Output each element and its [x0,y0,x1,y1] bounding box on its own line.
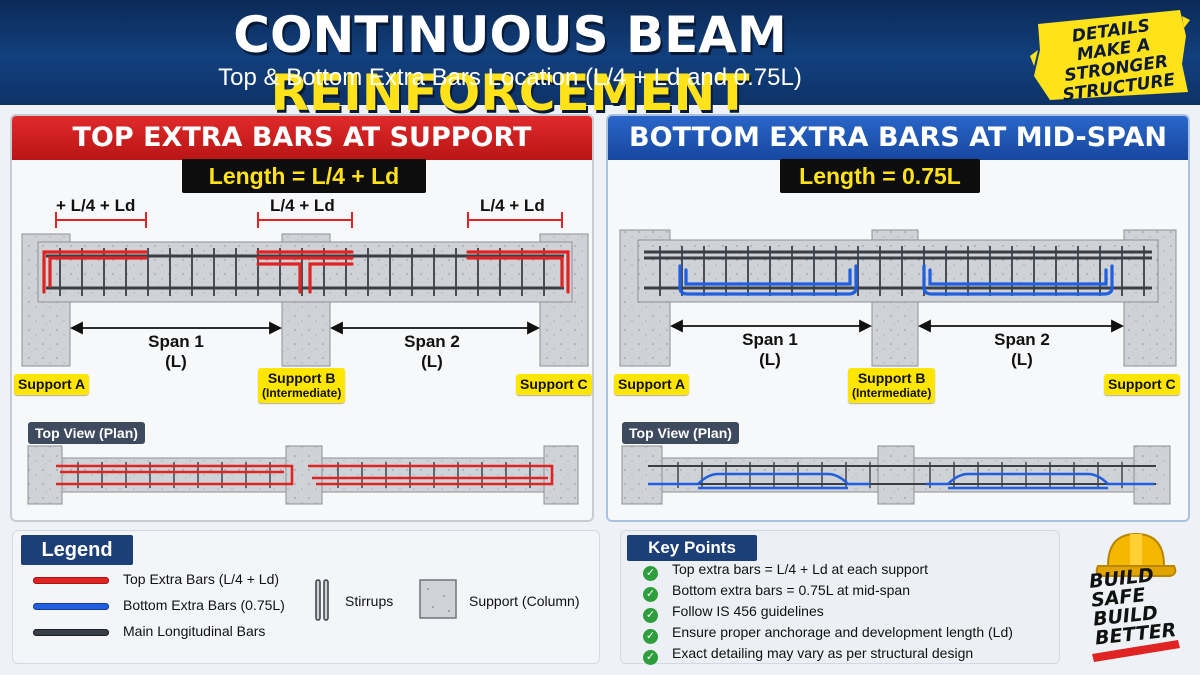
bottom-extra-bars [678,264,1114,296]
plan-top-bars [56,464,554,486]
support-b-sub: (Intermediate) [852,386,932,400]
span-2-text: Span 2 [404,332,460,351]
key-point-text: Follow IS 456 guidelines [672,603,824,619]
beam-body [637,239,1159,303]
span-1-label: Span 1(L) [730,330,810,370]
legend-bottom-bar-swatch [33,603,109,610]
support-b-sub: (Intermediate) [262,386,342,400]
bottom-bars-diagram [619,229,1177,505]
page-subtitle: Top & Bottom Extra Bars Location (L/4 + … [218,64,802,91]
top-bars-diagram [21,212,589,505]
bottom-bars-heading: BOTTOM EXTRA BARS AT MID-SPAN [608,116,1188,160]
support-column-icon [419,579,457,619]
legend-top-bar-swatch [33,577,109,584]
top-extra-bars-panel: TOP EXTRA BARS AT SUPPORT Length = L/4 +… [10,114,594,522]
slogan-text: BUILD SAFE BUILD BETTER [1088,564,1185,649]
hard-hat-icon [1092,532,1180,662]
span-2-label: Span 2(L) [982,330,1062,370]
key-point-text: Exact detailing may vary as per structur… [672,645,974,661]
key-point-item: ✓ Top extra bars = L/4 + Ld at each suppo… [643,561,928,581]
main-longitudinal-bars [46,254,564,290]
key-point-text: Ensure proper anchorage and development … [672,624,1013,640]
stirrups-icon [315,579,329,621]
bottom-bars-length: Length = 0.75L [780,159,980,193]
span-2-sub: (L) [421,352,443,371]
span-2-text: Span 2 [994,330,1050,349]
key-point-item: ✓ Ensure proper anchorage and development… [643,624,1013,644]
plan-support-c [1133,445,1171,505]
main-longitudinal-bars [644,250,1152,290]
legend-support-text: Support (Column) [469,593,580,609]
top-extra-bars [42,250,570,294]
plan-support-a [621,445,663,505]
dim-label-b: L/4 + Ld [270,196,335,215]
span-2-sub: (L) [1011,350,1033,369]
bottom-extra-bars-panel: BOTTOM EXTRA BARS AT MID-SPAN Length = 0… [606,114,1190,522]
support-a-label: Support A [614,374,690,395]
legend-panel: Legend Top Extra Bars (L/4 + Ld) Bottom … [12,530,600,664]
legend-stirrups-text: Stirrups [345,593,394,609]
title-accent: REINFORCEMENT [270,64,750,122]
span-1-sub: (L) [759,350,781,369]
top-view-label: Top View (Plan) [28,422,145,444]
top-bars-heading: TOP EXTRA BARS AT SUPPORT [12,116,592,160]
span-arrows [69,321,541,335]
dim-label-a: + L/4 + Ld [56,196,136,215]
key-points-panel: Key Points ✓ Top extra bars = L/4 + Ld at… [620,530,1060,665]
span-2-label: Span 2(L) [392,332,472,372]
key-point-item: ✓ Bottom extra bars = 0.75L at mid-span [643,582,910,602]
header-banner: CONTINUOUS BEAM REINFORCEMENT Top & Bott… [0,0,1200,122]
plan-support-b [877,445,915,505]
support-b-label: Support B(Intermediate) [848,368,936,403]
key-point-item: ✓ Exact detailing may vary as per structu… [643,645,973,665]
dimension-lines [55,212,563,228]
support-a-label: Support A [14,374,90,395]
plan-bottom-bars [648,472,1154,490]
check-icon: ✓ [643,566,658,581]
check-icon: ✓ [643,587,658,602]
check-icon: ✓ [643,650,658,665]
check-icon: ✓ [643,629,658,644]
top-bars-length: Length = L/4 + Ld [182,159,426,193]
top-view-label: Top View (Plan) [622,422,739,444]
dim-label-c: L/4 + Ld [480,196,545,215]
plan-support-a [27,445,63,505]
key-points-title: Key Points [627,535,757,561]
key-point-text: Top extra bars = L/4 + Ld at each suppor… [672,561,929,577]
title-main: CONTINUOUS BEAM [233,6,787,64]
legend-top-bar-text: Top Extra Bars (L/4 + Ld) [123,571,280,587]
support-c-label: Support C [1104,374,1180,395]
span-1-text: Span 1 [742,330,798,349]
support-c-label: Support C [516,374,592,395]
span-arrows [669,319,1125,333]
support-b-label: Support B(Intermediate) [258,368,346,403]
span-1-sub: (L) [165,352,187,371]
plan-support-c [543,445,579,505]
legend-main-bar-text: Main Longitudinal Bars [123,623,266,639]
check-icon: ✓ [643,608,658,623]
key-point-text: Bottom extra bars = 0.75L at mid-span [672,582,910,598]
badge-brush-shape [1030,10,1190,100]
page-title: CONTINUOUS BEAM REINFORCEMENT [0,6,1020,122]
legend-main-bar-swatch [33,629,109,636]
legend-title: Legend [21,535,133,565]
legend-bottom-bar-text: Bottom Extra Bars (0.75L) [123,597,285,613]
span-1-text: Span 1 [148,332,204,351]
support-b-text: Support B [857,370,926,386]
support-b-text: Support B [267,370,336,386]
plan-main-bars [648,465,1156,485]
key-point-item: ✓ Follow IS 456 guidelines [643,603,824,623]
span-1-label: Span 1(L) [136,332,216,372]
